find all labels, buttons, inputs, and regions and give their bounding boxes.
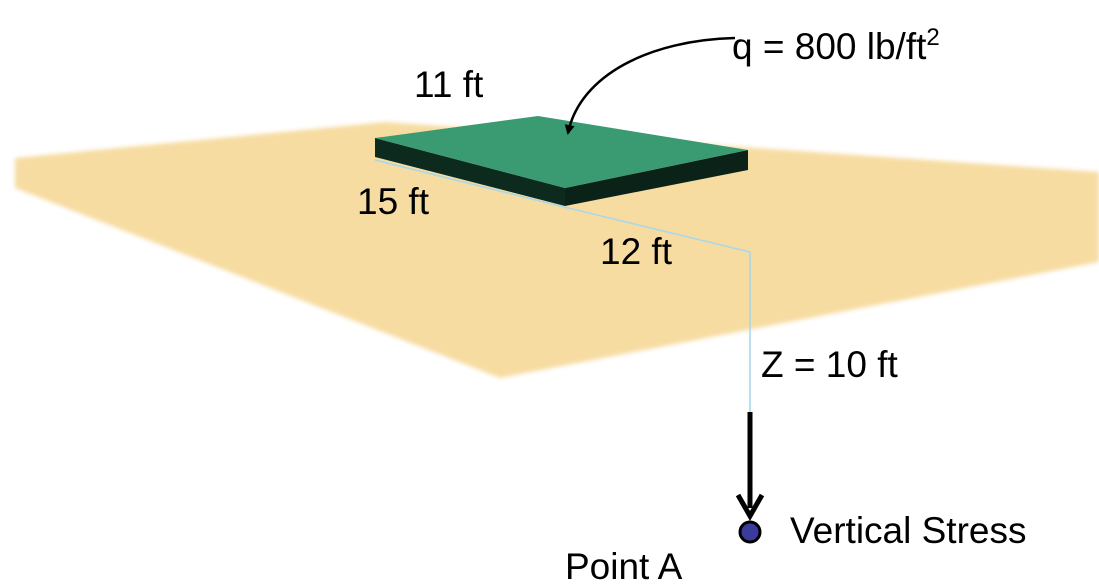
footing-block	[375, 116, 748, 206]
ground-plane	[15, 122, 1099, 378]
load-label-exponent: 2	[926, 24, 940, 51]
vertical-stress-label: Vertical Stress	[790, 510, 1027, 551]
load-label-text: q = 800 lb/ft	[732, 26, 927, 67]
dimension-offset-label: 12 ft	[600, 231, 672, 272]
depth-label: Z = 10 ft	[761, 344, 898, 385]
load-label: q = 800 lb/ft2	[732, 26, 940, 67]
footing-right-face	[565, 150, 748, 206]
load-pointer-arrow	[564, 36, 736, 135]
stress-arrowhead	[735, 493, 765, 522]
footing-top-face	[375, 116, 748, 188]
dimension-length-label: 11 ft	[414, 64, 484, 105]
dimension-width-label: 15 ft	[357, 181, 429, 222]
point-a-label: Point A	[565, 546, 683, 587]
projection-line	[374, 159, 751, 412]
point-a-marker	[738, 520, 762, 544]
footing-front-face	[375, 138, 565, 206]
